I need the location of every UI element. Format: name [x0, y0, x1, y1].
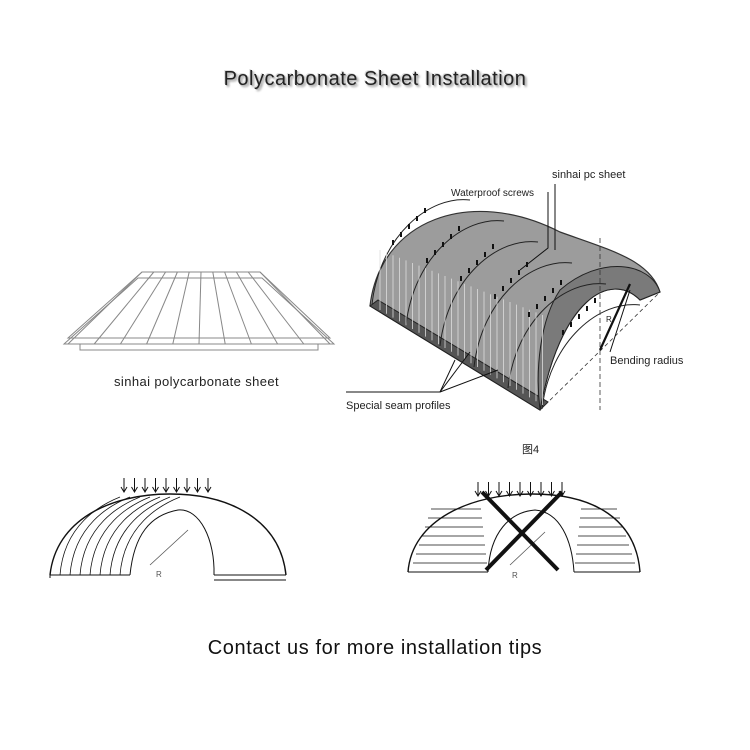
svg-text:R: R [512, 571, 518, 580]
page-title: Polycarbonate Sheet Installation [223, 68, 527, 90]
svg-text:R: R [156, 570, 162, 579]
waterproof-screws-label: Waterproof screws [451, 188, 534, 199]
flat-sheet-illustration [62, 271, 336, 351]
curved-roof-illustration: R [346, 184, 661, 411]
figure-label: 图4 [522, 444, 540, 456]
correct-bending-illustration: R [49, 478, 287, 581]
pc-sheet-label: sinhai pc sheet [552, 169, 626, 181]
bending-radius-label: Bending radius [610, 355, 684, 367]
contact-footer: Contact us for more installation tips [207, 637, 543, 659]
svg-text:R: R [606, 315, 612, 324]
sheet-label: sinhai polycarbonate sheet [114, 374, 280, 389]
seam-profiles-label: Special seam profiles [346, 400, 451, 412]
incorrect-bending-illustration: R [407, 482, 641, 580]
